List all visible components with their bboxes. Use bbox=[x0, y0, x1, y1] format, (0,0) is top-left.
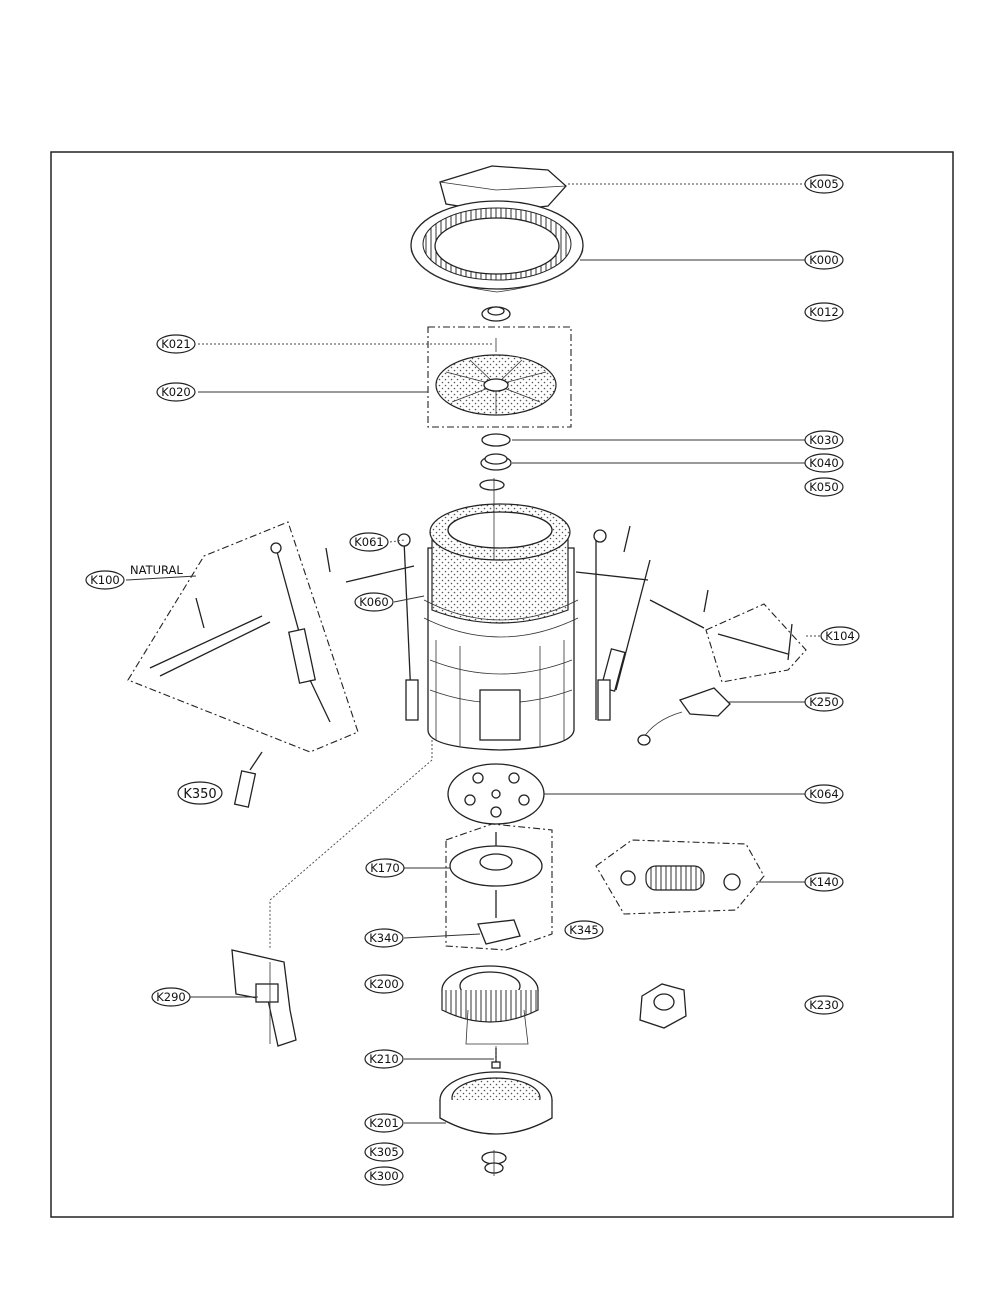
svg-text:K021: K021 bbox=[161, 337, 191, 351]
part-rotor bbox=[439, 1071, 553, 1135]
part-suspension-rods-right bbox=[575, 525, 709, 721]
svg-text:K061: K061 bbox=[354, 535, 384, 549]
label-k170: K170 bbox=[365, 858, 405, 878]
svg-text:K350: K350 bbox=[183, 787, 216, 802]
part-top-cover bbox=[439, 165, 567, 213]
svg-text:K060: K060 bbox=[359, 595, 389, 609]
label-k012: K012 bbox=[804, 302, 844, 322]
svg-text:K104: K104 bbox=[825, 629, 855, 643]
svg-text:K064: K064 bbox=[809, 787, 839, 801]
label-k040: K040 bbox=[804, 453, 844, 473]
leader-natural bbox=[125, 575, 197, 581]
svg-text:K100: K100 bbox=[90, 573, 120, 587]
svg-text:K230: K230 bbox=[809, 998, 839, 1012]
label-k290: K290 bbox=[151, 987, 191, 1007]
svg-text:K170: K170 bbox=[370, 861, 400, 875]
inset-drain-hose bbox=[595, 839, 765, 915]
part-nut bbox=[481, 306, 511, 322]
label-k104: K104 bbox=[820, 626, 860, 646]
label-k050: K050 bbox=[804, 477, 844, 497]
guide-line-left bbox=[269, 740, 433, 950]
inset-rod-right bbox=[705, 603, 807, 683]
part-clutch-assembly bbox=[449, 832, 543, 945]
svg-text:K050: K050 bbox=[809, 480, 839, 494]
part-hall-sensor bbox=[639, 983, 687, 1029]
label-k350: K350 bbox=[177, 781, 223, 805]
svg-text:K345: K345 bbox=[569, 923, 599, 937]
part-flange-plate bbox=[447, 763, 545, 825]
svg-text:K020: K020 bbox=[161, 385, 191, 399]
label-k200: K200 bbox=[364, 974, 404, 994]
part-pulsator bbox=[435, 338, 557, 416]
label-k210: K210 bbox=[364, 1049, 404, 1069]
part-clip bbox=[233, 751, 263, 808]
label-k064: K064 bbox=[804, 784, 844, 804]
label-k340: K340 bbox=[364, 928, 404, 948]
part-drum-tub-assembly bbox=[423, 478, 579, 751]
part-washer-stack bbox=[479, 433, 512, 491]
annotation-natural: NATURAL bbox=[130, 563, 183, 577]
label-k230: K230 bbox=[804, 995, 844, 1015]
svg-text:K250: K250 bbox=[809, 695, 839, 709]
svg-text:K140: K140 bbox=[809, 875, 839, 889]
pulsator-group-box bbox=[427, 326, 572, 428]
label-k030: K030 bbox=[804, 430, 844, 450]
svg-text:K340: K340 bbox=[369, 931, 399, 945]
label-k100: K100 bbox=[85, 570, 125, 590]
label-k140: K140 bbox=[804, 872, 844, 892]
label-k305: K305 bbox=[364, 1142, 404, 1162]
inset-damper-left bbox=[127, 521, 359, 753]
label-k021: K021 bbox=[156, 334, 196, 354]
part-suspension-rods-left bbox=[325, 533, 419, 721]
svg-text:K305: K305 bbox=[369, 1145, 399, 1159]
clutch-group-box bbox=[445, 823, 553, 951]
part-stator bbox=[441, 965, 539, 1045]
label-k000: K000 bbox=[804, 250, 844, 270]
label-k020: K020 bbox=[156, 382, 196, 402]
part-tub-cover-ring bbox=[410, 200, 584, 293]
label-k300: K300 bbox=[364, 1166, 404, 1186]
svg-text:K005: K005 bbox=[809, 177, 839, 191]
svg-text:K040: K040 bbox=[809, 456, 839, 470]
label-k061: K061 bbox=[349, 532, 389, 552]
svg-text:K030: K030 bbox=[809, 433, 839, 447]
part-rotor-nut bbox=[481, 1150, 507, 1176]
svg-text:K200: K200 bbox=[369, 977, 399, 991]
svg-text:K000: K000 bbox=[809, 253, 839, 267]
svg-text:K210: K210 bbox=[369, 1052, 399, 1066]
svg-text:K290: K290 bbox=[156, 990, 186, 1004]
svg-text:K012: K012 bbox=[809, 305, 839, 319]
label-k250: K250 bbox=[804, 692, 844, 712]
label-k201: K201 bbox=[364, 1113, 404, 1133]
svg-text:K201: K201 bbox=[369, 1116, 399, 1130]
label-k060: K060 bbox=[354, 592, 394, 612]
leader-k060 bbox=[393, 595, 425, 603]
label-k005: K005 bbox=[804, 174, 844, 194]
part-sensor-harness bbox=[637, 687, 731, 746]
leader-k340 bbox=[403, 933, 481, 939]
svg-text:K300: K300 bbox=[369, 1169, 399, 1183]
label-k345: K345 bbox=[564, 920, 604, 940]
part-bracket bbox=[231, 949, 297, 1047]
diagram-frame bbox=[50, 151, 954, 1218]
